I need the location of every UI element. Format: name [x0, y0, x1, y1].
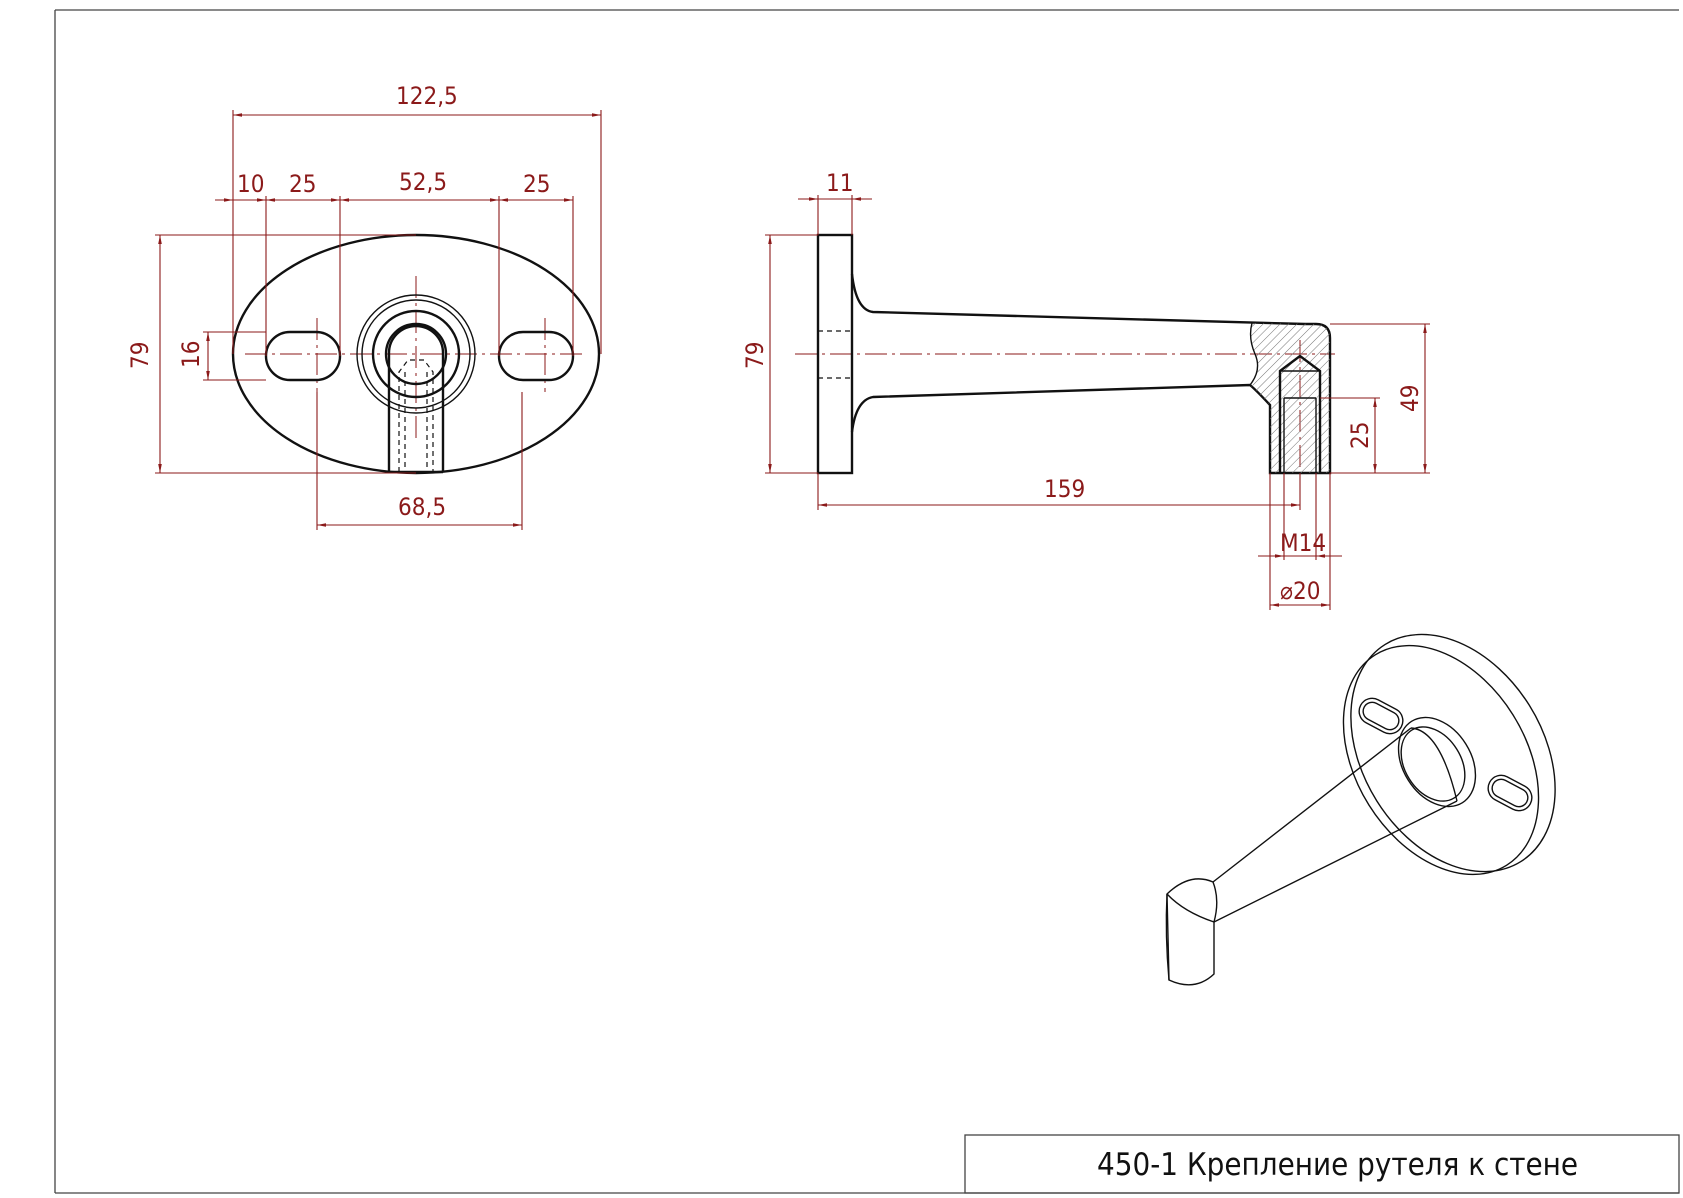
title-block: 450-1 Крепление рутеля к стене — [964, 1134, 1680, 1194]
iso-slot-bottom — [1487, 774, 1533, 812]
flange-side — [816, 233, 854, 475]
dim-diameter: ⌀20 — [1280, 577, 1320, 605]
drawing-title: 450-1 Крепление рутеля к стене — [1097, 1147, 1578, 1183]
side-view: 11 79 159 49 25 M14 ⌀20 — [741, 169, 1430, 610]
front-view: 122,5 10 25 52,5 25 79 16 68,5 — [126, 82, 602, 530]
dim-thread-depth: 25 — [1346, 422, 1374, 449]
iso-arm — [1212, 727, 1458, 923]
mounting-slot-left — [264, 330, 342, 382]
dim-slot-right: 25 — [523, 170, 550, 198]
dim-length: 159 — [1044, 475, 1085, 503]
iso-flange-back — [1350, 633, 1556, 873]
isometric-view — [1165, 633, 1556, 986]
dim-between-slots: 52,5 — [399, 168, 447, 196]
dim-slot-height: 16 — [177, 341, 205, 368]
dim-slot-left: 25 — [289, 170, 316, 198]
dim-slot-center-distance: 68,5 — [398, 493, 446, 521]
iso-flange-front — [1342, 644, 1540, 876]
dim-thread: M14 — [1280, 529, 1326, 557]
dim-flange-height: 79 — [741, 342, 769, 369]
arm-front — [387, 324, 445, 472]
mounting-slot-right — [497, 330, 575, 382]
threaded-hole — [1278, 354, 1322, 473]
dim-edge-to-slot: 10 — [237, 170, 264, 198]
iso-end-post — [1166, 878, 1218, 986]
dim-flange-thickness: 11 — [826, 169, 853, 197]
dim-height: 79 — [126, 342, 154, 369]
iso-slot-top — [1358, 697, 1404, 735]
dim-arm-height: 49 — [1396, 385, 1424, 412]
dim-overall-width: 122,5 — [396, 82, 458, 110]
